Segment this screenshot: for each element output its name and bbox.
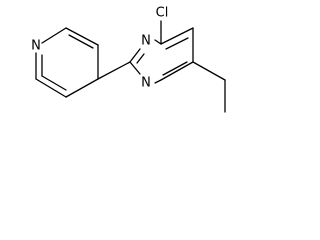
bond-pyrimidine-n3-c4 bbox=[154, 79, 162, 84]
bond-biaryl-linker bbox=[97, 61, 131, 80]
bond-pyridine-c2-c3-inner bbox=[68, 34, 94, 49]
atom-label-chlorine: Cl bbox=[156, 6, 169, 21]
bond-pyrimidine-c6-c5 bbox=[160, 27, 194, 45]
bond-pyridine-c2-c3 bbox=[65, 27, 99, 46]
pyridine-ring bbox=[35, 27, 99, 98]
bond-pyrimidine-c6-c5-inner bbox=[165, 37, 189, 50]
bond-pyrimidine-c2-n1-inner bbox=[136, 53, 145, 64]
bond-pyrimidine-c2-n3 bbox=[129, 61, 141, 75]
atom-label-n-pyrimidine-top: N bbox=[141, 34, 151, 49]
chemical-structure-diagram: N N N Cl bbox=[31, 6, 226, 113]
bond-pyridine-c4-c5 bbox=[65, 78, 99, 98]
bond-pyridine-n-c2 bbox=[41, 27, 67, 44]
bond-pyrimidine-c2-n1 bbox=[129, 48, 141, 63]
bond-ethyl-ch2 bbox=[192, 61, 226, 81]
pyrimidine-ring bbox=[129, 27, 194, 84]
bond-pyridine-c5-c6-inner bbox=[41, 75, 67, 91]
bond-pyrimidine-c4-c3-inner bbox=[162, 61, 188, 76]
bond-pyrimidine-n1-c6 bbox=[154, 39, 162, 45]
atom-label-n-pyridine: N bbox=[31, 39, 41, 54]
bond-pyridine-c5-c6 bbox=[35, 78, 67, 98]
bond-pyrimidine-c4-c3 bbox=[160, 61, 194, 81]
ethyl-group bbox=[192, 61, 226, 113]
atom-label-n-pyrimidine-bottom: N bbox=[141, 76, 151, 91]
